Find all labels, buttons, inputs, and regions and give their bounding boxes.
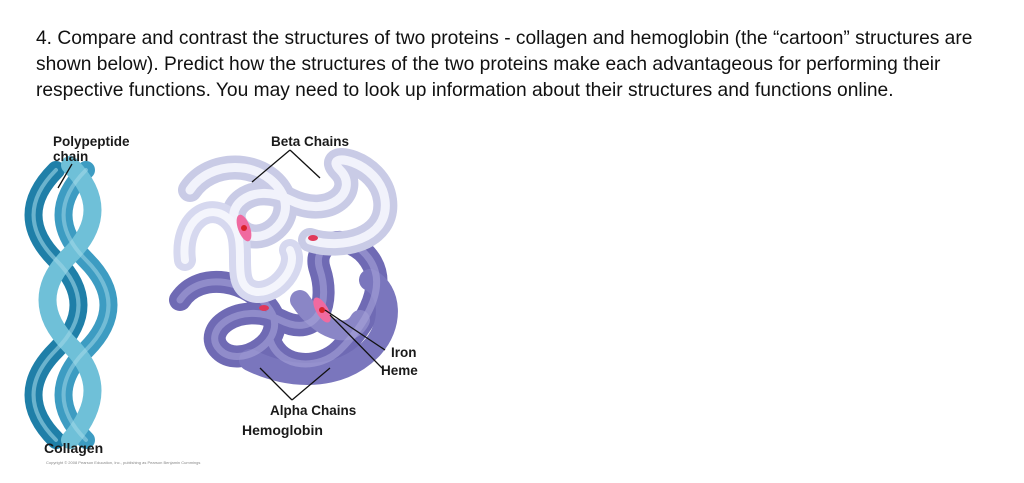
hemoglobin-alpha-chains (169, 231, 398, 385)
copyright-note: Copyright © 2008 Pearson Education, Inc.… (46, 460, 201, 465)
polypeptide-label-line2: chain (53, 149, 89, 164)
hemoglobin-beta-chains (173, 148, 398, 303)
hemoglobin-label: Hemoglobin (242, 422, 323, 438)
collagen-label: Collagen (44, 440, 104, 456)
beta-chains-label: Beta Chains (271, 134, 350, 149)
iron-label: Iron (391, 345, 417, 360)
collagen-helix (24, 156, 118, 449)
polypeptide-label-line1: Polypeptide (53, 134, 130, 149)
heme-label: Heme (381, 363, 418, 378)
question-text: 4. Compare and contrast the structures o… (36, 28, 973, 101)
leader-lines (251, 149, 386, 401)
alpha-chains-label: Alpha Chains (270, 403, 357, 418)
heme-groups (236, 214, 331, 323)
